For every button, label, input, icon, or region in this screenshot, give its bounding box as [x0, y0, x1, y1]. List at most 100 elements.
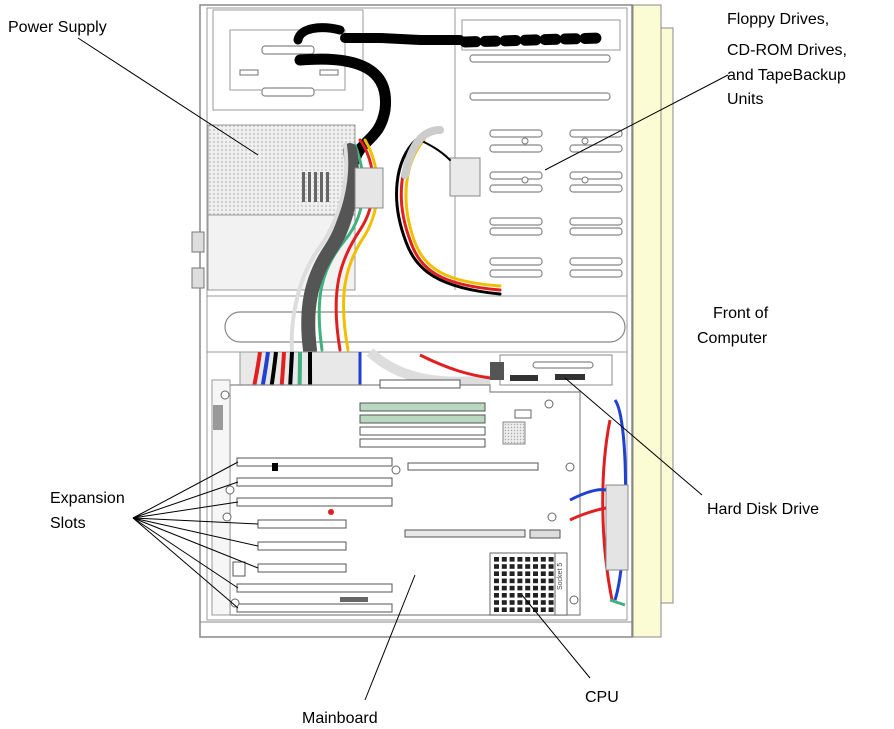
- label-expansion-line-1: Expansion: [50, 490, 125, 507]
- cpu-pin: [533, 585, 538, 591]
- cpu-pin: [509, 564, 515, 569]
- cpu-pin: [501, 585, 507, 591]
- cpu-pin: [525, 564, 531, 569]
- cpu-pin: [501, 557, 507, 562]
- cpu-pin: [509, 600, 515, 605]
- leader-drive-bays: [544, 74, 729, 171]
- cpu-pin: [509, 578, 515, 584]
- mounting-holes: [220, 390, 579, 608]
- cpu-pin: [494, 564, 499, 569]
- support-bar: [206, 295, 628, 353]
- cpu-pin: [494, 578, 499, 584]
- label-power-supply: Power Supply: [8, 19, 107, 36]
- cpu-pin: [517, 571, 523, 576]
- socket-label: Socket 5: [557, 563, 564, 590]
- label-expansion-line-2: Slots: [50, 515, 86, 532]
- cpu-pin: [540, 607, 546, 612]
- leader-mainboard: [364, 574, 416, 701]
- power-connector-block: [354, 167, 384, 209]
- cpu-pin: [517, 578, 523, 584]
- cpu-pin: [540, 564, 546, 569]
- cpu-pin: [509, 571, 515, 576]
- cpu-pin: [533, 571, 538, 576]
- cpu-pin: [501, 593, 507, 598]
- cpu-socket: Socket 5: [489, 552, 568, 616]
- leader-slot-3: [132, 501, 239, 519]
- cpu-pin: [548, 607, 554, 612]
- cpu-pin: [533, 564, 538, 569]
- leader-lines: [77, 37, 729, 701]
- cpu-pin: [494, 607, 499, 612]
- hard-disk-drive: [490, 354, 613, 386]
- front-panel: [632, 4, 674, 638]
- label-hard-disk: Hard Disk Drive: [707, 501, 819, 518]
- cpu-pin: [548, 600, 554, 605]
- cpu-pin: [525, 578, 531, 584]
- leader-slot-8: [132, 517, 239, 609]
- cpu-pin: [548, 557, 554, 562]
- mainboard: Socket 5: [211, 379, 581, 616]
- cpu-pin: [509, 557, 515, 562]
- cpu-pin: [525, 571, 531, 576]
- label-drive-bays-line-4: Units: [727, 91, 763, 108]
- label-drive-bays-line-3: and TapeBackup: [727, 67, 846, 84]
- cpu-pin: [517, 593, 523, 598]
- cpu-pin: [540, 557, 546, 562]
- leader-slot-4: [132, 517, 259, 525]
- label-front-line-1: Front of: [713, 305, 769, 322]
- leader-cpu: [521, 594, 591, 679]
- cpu-pin: [517, 607, 523, 612]
- cpu-pin: [525, 593, 531, 598]
- cpu-pin: [494, 585, 499, 591]
- label-mainboard: Mainboard: [302, 710, 378, 727]
- cpu-pin: [517, 557, 523, 562]
- cpu-pin: [501, 571, 507, 576]
- cpu-pin: [533, 593, 538, 598]
- cpu-pin: [525, 557, 531, 562]
- cpu-pin: [548, 585, 554, 591]
- cpu-pin: [548, 571, 554, 576]
- label-drive-bays-line-1: Floppy Drives,: [727, 11, 829, 28]
- cpu-pin: [501, 578, 507, 584]
- cpu-pin: [501, 564, 507, 569]
- label-front-line-2: Computer: [697, 330, 768, 347]
- cpu-pin: [501, 600, 507, 605]
- cpu-pin: [494, 571, 499, 576]
- leader-power-supply: [77, 37, 259, 156]
- cpu-pin: [517, 600, 523, 605]
- cpu-pin: [548, 564, 554, 569]
- cpu-pin: [494, 593, 499, 598]
- cpu-pin: [517, 585, 523, 591]
- leader-slot-6: [132, 517, 259, 569]
- cpu-pin: [501, 607, 507, 612]
- cpu-pin: [525, 607, 531, 612]
- cpu-pin: [540, 578, 546, 584]
- leader-slot-5: [132, 517, 259, 547]
- cpu-pin: [494, 600, 499, 605]
- leader-slot-1: [132, 461, 239, 519]
- label-cpu: CPU: [585, 689, 619, 706]
- cpu-pin: [533, 557, 538, 562]
- cpu-pin: [509, 607, 515, 612]
- cpu-pin: [540, 585, 546, 591]
- cpu-pin: [533, 578, 538, 584]
- cpu-pin: [533, 600, 538, 605]
- cpu-pin: [540, 571, 546, 576]
- cpu-pin: [525, 585, 531, 591]
- leader-slot-7: [132, 517, 239, 589]
- cpu-pin: [548, 578, 554, 584]
- label-drive-bays-line-2: CD-ROM Drives,: [727, 42, 847, 59]
- ram-slots: [359, 379, 486, 448]
- cpu-pin: [509, 585, 515, 591]
- cpu-pin: [509, 593, 515, 598]
- cpu-pin: [540, 600, 546, 605]
- cpu-pin: [517, 564, 523, 569]
- cpu-pin: [548, 593, 554, 598]
- drive-cables: [569, 399, 629, 607]
- cpu-pin: [494, 557, 499, 562]
- cpu-pin-grid: [494, 557, 554, 612]
- cpu-pin: [540, 593, 546, 598]
- cpu-pin: [533, 607, 538, 612]
- leader-slot-2: [132, 481, 239, 519]
